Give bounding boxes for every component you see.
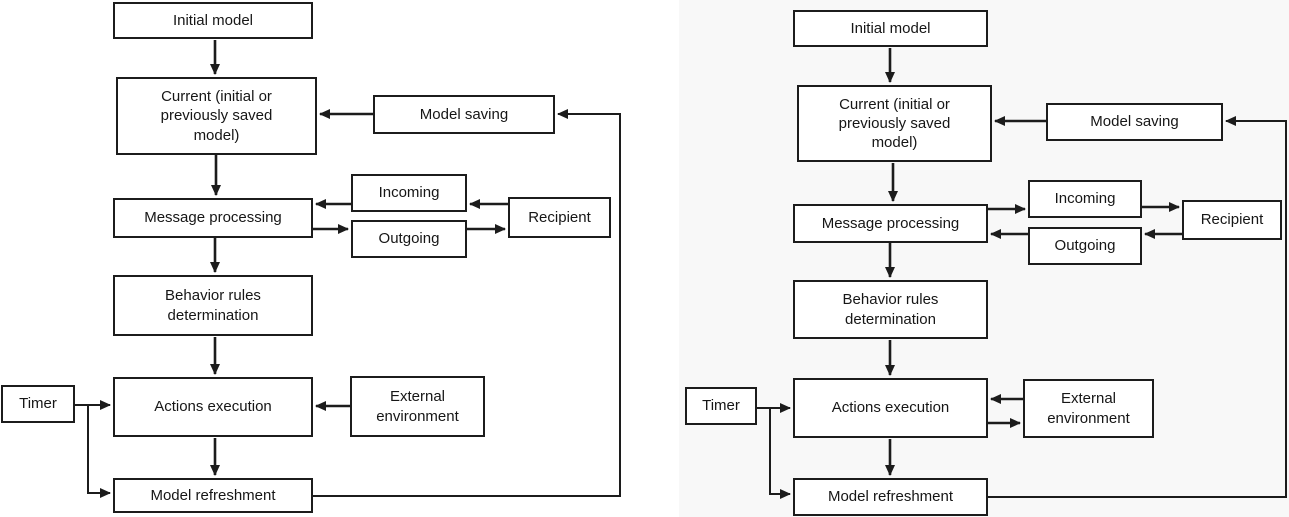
- node-label: Model saving: [419, 105, 509, 123]
- node-model-refreshment: Model refreshment: [793, 478, 988, 516]
- node-label: Timer: [702, 397, 740, 415]
- node-recipient: Recipient: [1182, 200, 1282, 240]
- node-label: Behavior rules determination: [165, 287, 261, 324]
- node-label: Current (initial or previously saved mod…: [160, 88, 273, 144]
- node-initial-model: Initial model: [793, 10, 988, 47]
- node-external-environment: External environment: [1023, 379, 1154, 438]
- node-initial-model: Initial model: [113, 2, 313, 39]
- node-behavior-rules: Behavior rules determination: [113, 275, 313, 336]
- node-label: External environment: [376, 388, 459, 425]
- arrow-refreshment-to-saving-feedback: [988, 116, 1287, 498]
- node-label: Message processing: [144, 209, 282, 227]
- node-label: External environment: [1047, 390, 1130, 427]
- node-label: Incoming: [1054, 190, 1116, 208]
- node-message-processing: Message processing: [113, 198, 313, 238]
- node-label: Outgoing: [378, 230, 440, 248]
- node-label: Current (initial or previously saved mod…: [838, 95, 951, 152]
- node-label: Behavior rules determination: [842, 291, 939, 328]
- node-label: Model saving: [1090, 113, 1179, 131]
- node-label: Recipient: [1200, 211, 1264, 229]
- node-model-saving: Model saving: [373, 95, 555, 134]
- node-label: Actions execution: [154, 398, 272, 416]
- node-actions-execution: Actions execution: [113, 377, 313, 437]
- node-actions-execution: Actions execution: [793, 378, 988, 438]
- right-panel-edges: [757, 48, 1287, 499]
- node-label: Model refreshment: [827, 488, 954, 506]
- left-panel-edges: [75, 40, 621, 498]
- node-label: Message processing: [821, 214, 960, 232]
- arrow-timer-to-refreshment: [87, 405, 111, 498]
- node-current-model: Current (initial or previously saved mod…: [797, 85, 992, 162]
- arrow-timer-to-refreshment: [769, 408, 791, 499]
- node-behavior-rules: Behavior rules determination: [793, 280, 988, 339]
- node-label: Actions execution: [831, 399, 950, 417]
- arrow-refreshment-to-saving-feedback: [313, 109, 621, 497]
- node-label: Model refreshment: [150, 486, 276, 504]
- node-incoming: Incoming: [1028, 180, 1142, 218]
- node-model-saving: Model saving: [1046, 103, 1223, 141]
- node-recipient: Recipient: [508, 197, 611, 238]
- node-message-processing: Message processing: [793, 204, 988, 243]
- node-outgoing: Outgoing: [351, 220, 467, 258]
- node-incoming: Incoming: [351, 174, 467, 212]
- node-current-model: Current (initial or previously saved mod…: [116, 77, 317, 155]
- node-external-environment: External environment: [350, 376, 485, 437]
- node-timer: Timer: [685, 387, 757, 425]
- node-label: Recipient: [528, 208, 591, 226]
- node-label: Initial model: [850, 19, 931, 37]
- node-timer: Timer: [1, 385, 75, 423]
- node-model-refreshment: Model refreshment: [113, 478, 313, 513]
- node-label: Incoming: [378, 184, 440, 202]
- node-label: Outgoing: [1054, 237, 1116, 255]
- node-label: Timer: [19, 395, 57, 413]
- node-label: Initial model: [172, 11, 254, 29]
- node-outgoing: Outgoing: [1028, 227, 1142, 265]
